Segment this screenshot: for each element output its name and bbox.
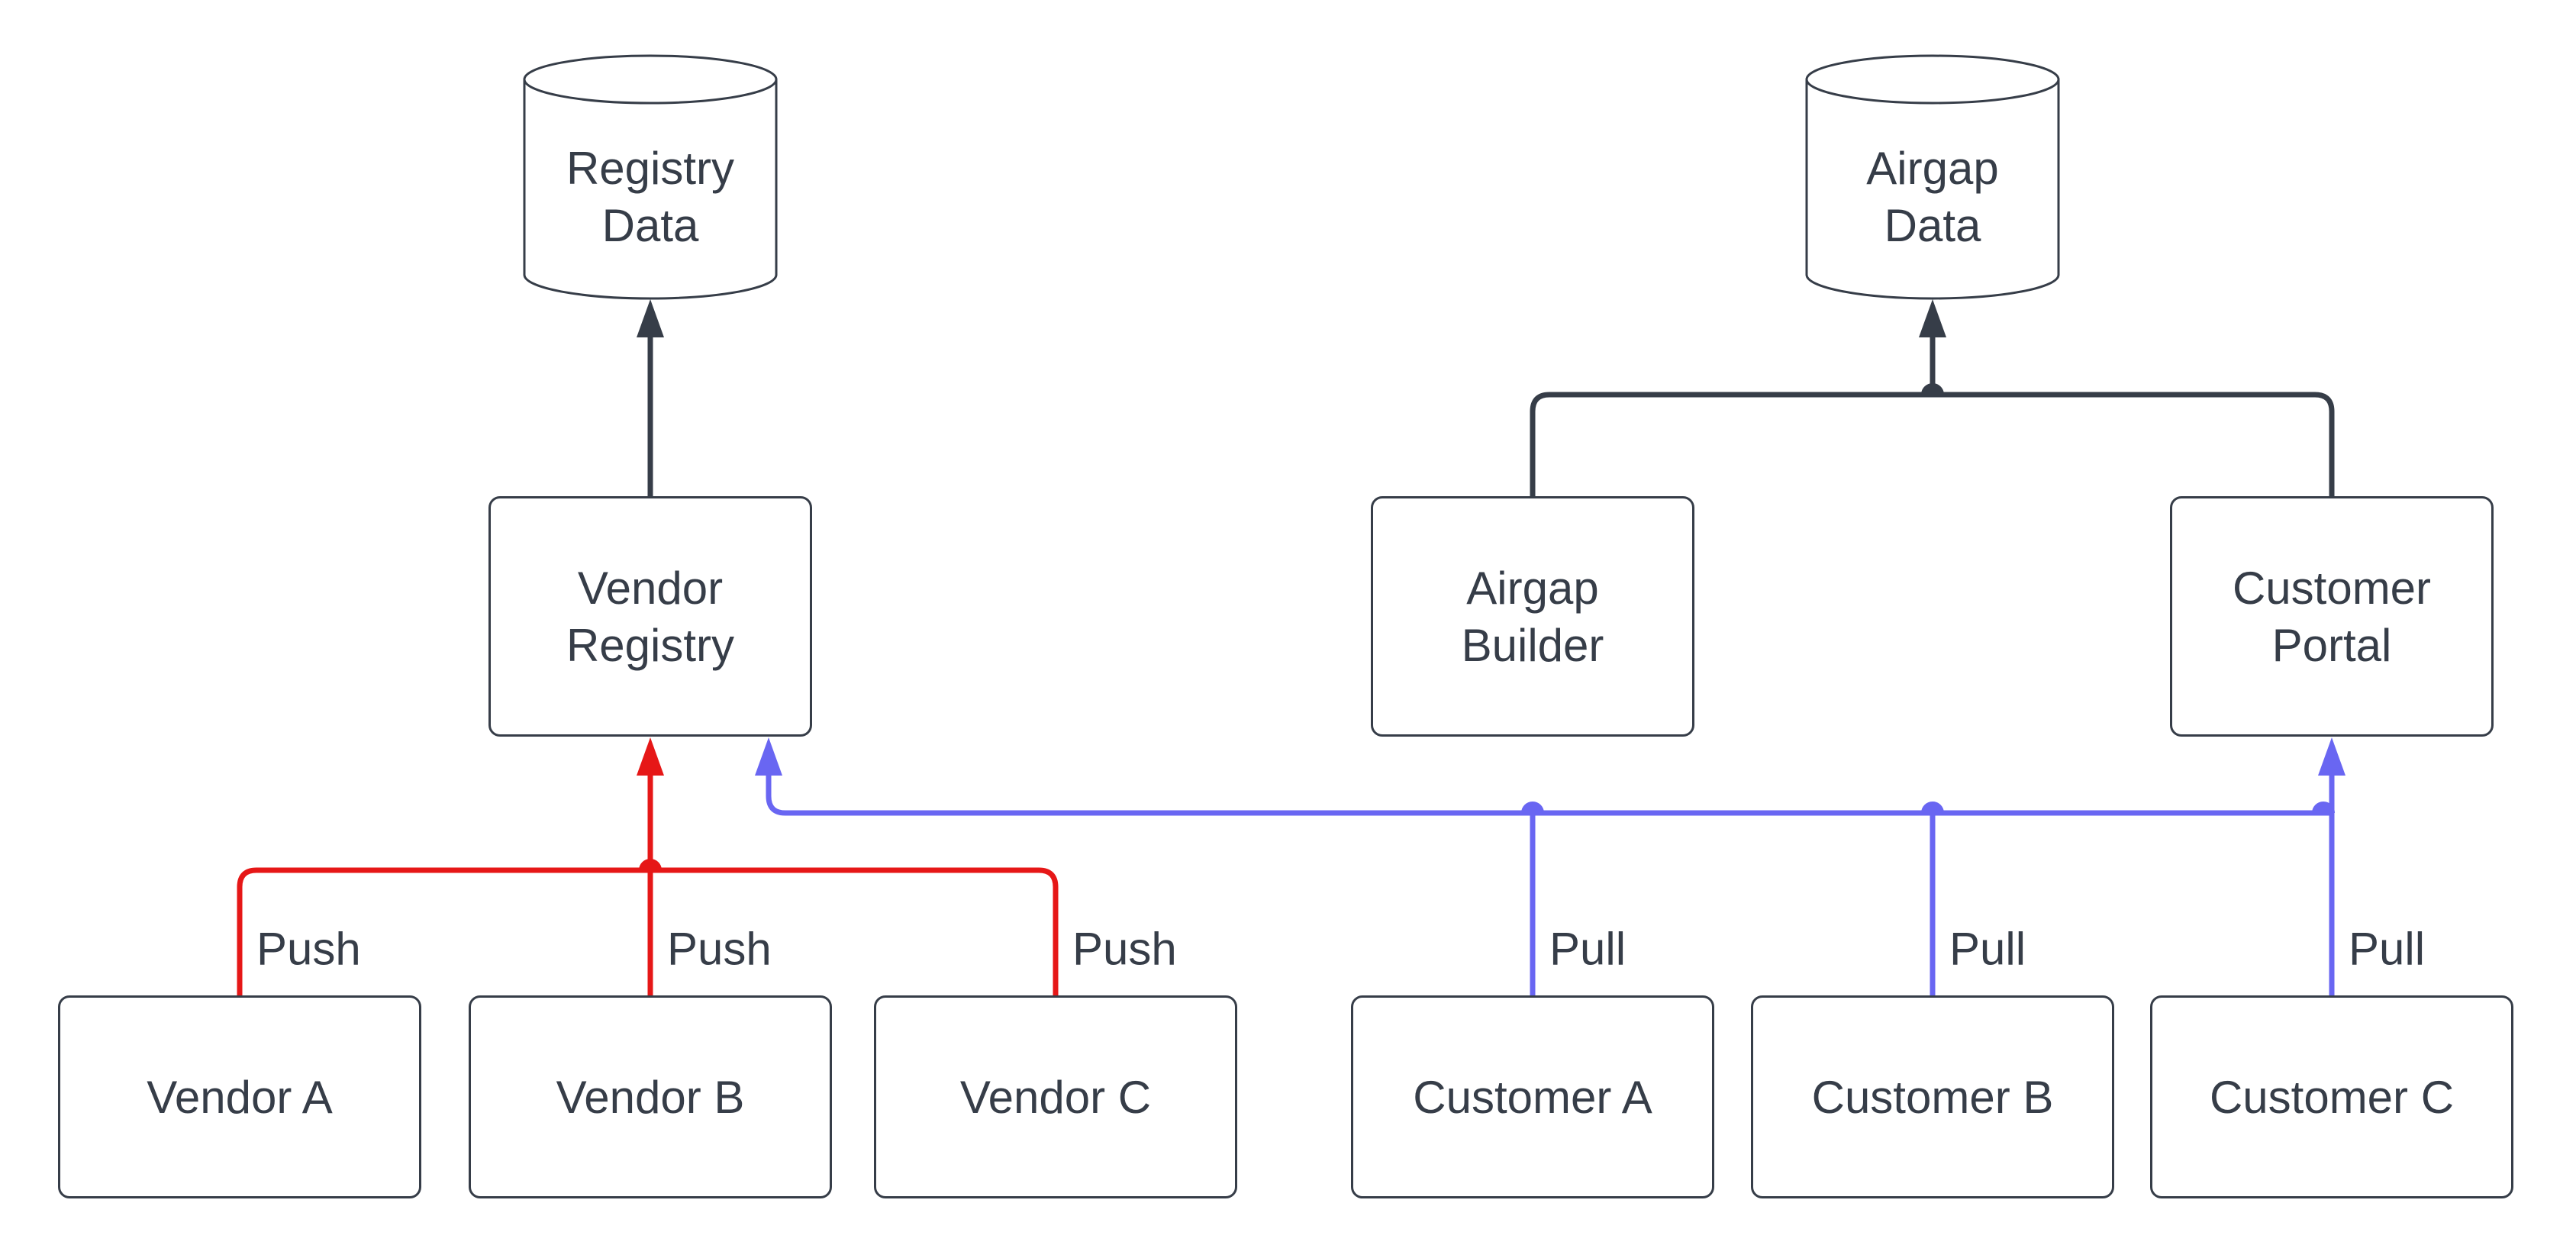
edge-label-push-vendor-c: Push xyxy=(1072,923,1177,975)
node-vendor-b: Vendor B xyxy=(469,995,832,1198)
node-label: Customer C xyxy=(2209,1071,2455,1123)
arrowhead-customer-portal xyxy=(2318,737,2345,776)
edge-label-pull-customer-a: Pull xyxy=(1549,923,1627,975)
junction-bump-pull-c xyxy=(2312,802,2335,814)
edge-pull-network xyxy=(755,737,2345,995)
node-customer-a: Customer A xyxy=(1351,995,1714,1198)
node-label: Vendor Registry xyxy=(566,562,735,671)
arrowhead-vendor-registry xyxy=(637,737,664,776)
node-label: Customer A xyxy=(1413,1071,1652,1123)
database-cylinder-registry-data xyxy=(523,54,778,300)
edge-label-push-vendor-a: Push xyxy=(256,923,361,975)
edge-label-push-vendor-b: Push xyxy=(667,923,772,975)
datastore-airgap-data: Airgap Data xyxy=(1807,95,2059,298)
node-label: Airgap Builder xyxy=(1461,562,1604,671)
edge-airgap-merge-to-airgap-data xyxy=(1530,299,2335,496)
edge-line-airgap-tree xyxy=(1530,392,2335,496)
datastore-label: Registry Data xyxy=(566,143,735,251)
junction-bump-pull-a xyxy=(1521,802,1544,814)
junction-bump-pull-b xyxy=(1921,802,1944,814)
edge-label-pull-customer-c: Pull xyxy=(2349,923,2426,975)
datastore-registry-data: Registry Data xyxy=(524,95,776,298)
edge-line-pull-main xyxy=(766,773,2332,816)
database-cylinder-airgap-data xyxy=(1805,54,2060,300)
junction-bump-airgap xyxy=(1921,383,1944,395)
node-customer-c: Customer C xyxy=(2150,995,2513,1198)
arrowhead-airgap-data xyxy=(1919,299,1946,337)
edge-push-network xyxy=(237,737,1059,995)
node-label: Vendor B xyxy=(556,1071,745,1123)
arrowhead-registry-data xyxy=(637,299,664,337)
node-label: Vendor C xyxy=(959,1071,1152,1123)
node-vendor-a: Vendor A xyxy=(58,995,421,1198)
node-vendor-c: Vendor C xyxy=(874,995,1237,1198)
datastore-label: Airgap Data xyxy=(1866,143,1999,251)
node-customer-portal: Customer Portal xyxy=(2170,496,2494,737)
edge-vendor-registry-to-registry-data xyxy=(637,299,664,496)
node-label: Customer B xyxy=(1811,1071,2054,1123)
node-label: Customer Portal xyxy=(2232,562,2432,671)
node-label: Vendor A xyxy=(147,1071,333,1123)
node-airgap-builder: Airgap Builder xyxy=(1371,496,1694,737)
junction-bump-push xyxy=(639,859,662,871)
node-vendor-registry: Vendor Registry xyxy=(488,496,812,737)
edge-label-pull-customer-b: Pull xyxy=(1949,923,2026,975)
node-customer-b: Customer B xyxy=(1751,995,2114,1198)
arrowhead-pull-vendor-registry xyxy=(755,737,782,776)
